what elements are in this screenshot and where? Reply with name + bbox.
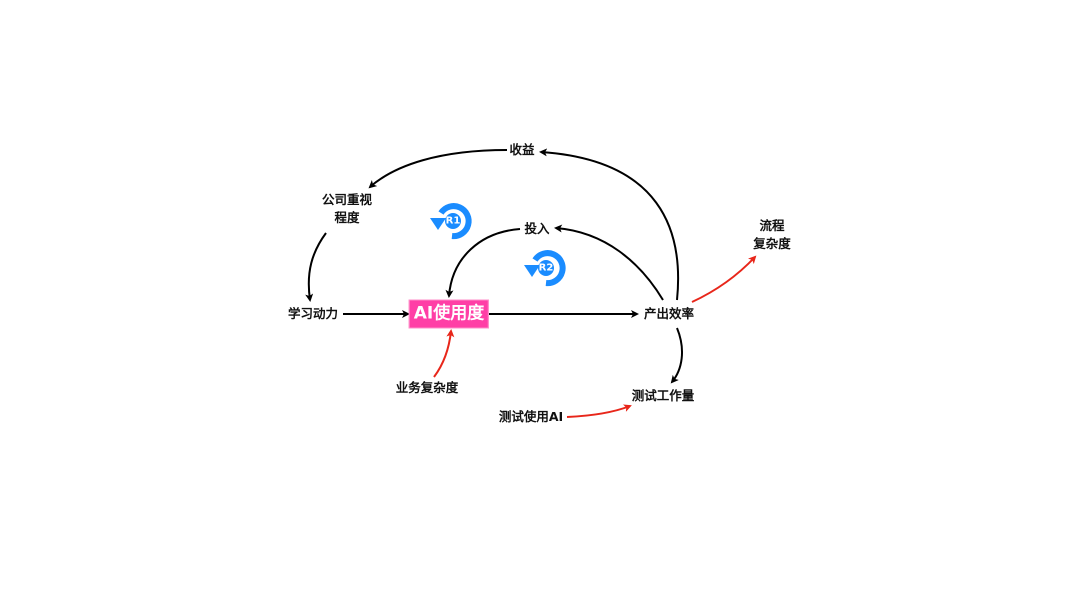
node-revenue: 收益: [509, 142, 535, 157]
link-output-to-test-workload: [670, 327, 684, 384]
node-test-workload: 测试工作量: [631, 388, 695, 403]
loop-r2-label: R2: [538, 262, 554, 274]
node-output-efficiency: 产出效率: [643, 306, 695, 321]
link-investment-to-ai-usage: [445, 228, 521, 298]
loop-r1-icon: [430, 203, 472, 240]
node-learning-motivation: 学习动力: [287, 306, 339, 321]
link-output-to-process-complexity: [691, 255, 757, 303]
link-business-complexity-to-ai-usage: [433, 329, 455, 378]
loop-r2-icon: [524, 250, 566, 287]
node-company-attention-line2: 程度: [334, 210, 360, 225]
link-test-ai-to-test-workload: [566, 404, 632, 418]
loop-r1-label: R1: [445, 215, 461, 227]
node-process-complexity-line1: 流程: [759, 218, 785, 233]
node-test-using-ai: 测试使用AI: [498, 409, 564, 424]
node-process-complexity: 流程 复杂度: [753, 217, 791, 253]
node-business-complexity: 业务复杂度: [395, 380, 459, 395]
node-investment: 投入: [524, 221, 550, 236]
node-ai-usage: AI使用度: [408, 299, 490, 329]
link-output-to-revenue: [539, 148, 680, 301]
link-output-to-investment: [554, 224, 664, 301]
node-company-attention-line1: 公司重视: [321, 192, 373, 207]
node-process-complexity-line2: 复杂度: [753, 236, 791, 251]
node-company-attention: 公司重视 程度: [322, 191, 372, 227]
link-attention-to-learning: [305, 232, 327, 302]
link-revenue-to-company-attention: [368, 149, 508, 189]
